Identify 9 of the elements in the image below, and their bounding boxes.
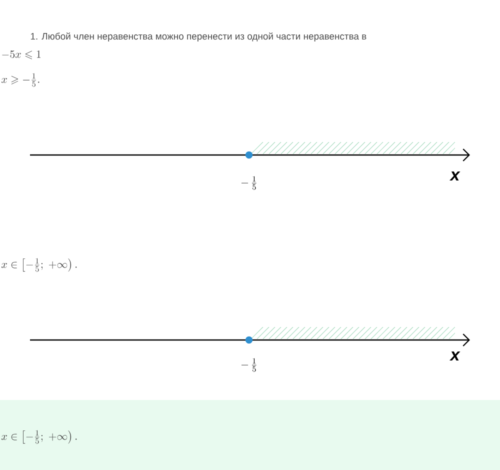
answer-formula: $x \in \left[-\frac{1}{5};\ +\infty\right).$ bbox=[2, 430, 77, 444]
task-text: 1. Любой член неравенства можно перенести из одной части неравенства в bbox=[30, 32, 366, 42]
inequality: $-5x \leqslant 1$ bbox=[2, 50, 41, 60]
answer-formula: $x \in \left[-\frac{1}{5};\ +\infty\right).$ bbox=[2, 258, 77, 272]
tick-label: $-\,\frac{1}{5}$ bbox=[241, 358, 256, 372]
axis-label: x bbox=[450, 172, 460, 180]
axis-label: x bbox=[450, 352, 460, 360]
inequality: $x \geqslant -\frac{1}{5}.$ bbox=[2, 73, 40, 87]
tick-label: $-\,\frac{1}{5}$ bbox=[241, 176, 256, 190]
